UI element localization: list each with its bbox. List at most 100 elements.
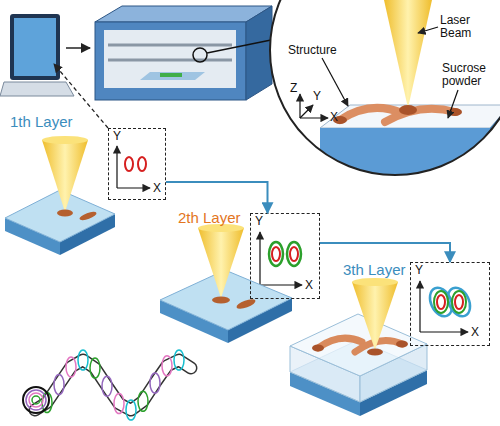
zoom-detail-part — [320, 128, 490, 183]
helix-structure-part — [102, 376, 112, 396]
laptop-part — [0, 82, 74, 96]
laptop-part — [10, 14, 60, 80]
laptop-part — [14, 18, 56, 76]
layer-label: 2th Layer — [178, 210, 241, 227]
layer-3-inset-art — [410, 262, 490, 346]
layer-3-inset-art-part — [437, 295, 445, 309]
build-platform-2-part — [235, 297, 256, 310]
axis-label: Y — [415, 264, 423, 277]
build-platform-3-part — [352, 282, 398, 350]
layer-2-inset-art-part — [272, 247, 280, 261]
zoom-detail-part — [320, 105, 500, 128]
zoom-detail-part — [385, 109, 455, 122]
layer-label: 1th Layer — [10, 114, 73, 131]
build-platform-1 — [5, 136, 115, 255]
helix-structure-part — [29, 393, 43, 407]
build-platform-2-part — [212, 297, 230, 304]
layer-3-inset-art-part — [455, 295, 463, 309]
axis-label: Y — [255, 215, 263, 228]
zoom-detail-part — [300, 117, 328, 118]
helix-structure-part — [32, 396, 40, 404]
build-platform-1-part — [79, 210, 98, 222]
layer-2-inset-art-part — [260, 284, 302, 285]
zoom-detail-part — [300, 105, 313, 118]
printer-part — [193, 48, 207, 62]
layer-arrow — [320, 243, 450, 262]
printer-part — [140, 72, 205, 80]
helix-structure-part — [114, 394, 124, 414]
layer-arrow — [166, 182, 268, 213]
helix-structure-part — [138, 391, 148, 411]
layer-1-inset-art-part — [108, 128, 166, 200]
build-platform-2-part — [198, 228, 244, 298]
printer-part — [95, 22, 246, 100]
helix-structure-part — [35, 360, 191, 410]
printer-part — [95, 6, 272, 22]
printer-part — [246, 6, 272, 100]
build-platform-3-part — [318, 338, 362, 348]
layer-1-inset-art-part — [117, 187, 150, 188]
zoom-detail-part — [418, 27, 438, 33]
layer-inset: YX — [410, 262, 490, 346]
layer-1-inset-art-part — [116, 146, 117, 188]
callout-label: Laser Beam — [440, 14, 492, 40]
build-platform-1-part — [57, 210, 73, 217]
layer-3-inset-art-part — [419, 281, 420, 332]
layer-3-inset-art-part — [410, 262, 490, 346]
helix-structure-part — [126, 400, 136, 420]
axis-label: X — [330, 111, 338, 124]
callout-label: Structure — [288, 44, 337, 57]
zoom-detail-part — [322, 58, 348, 106]
layer-inset: YX — [108, 128, 166, 200]
layer-3-inset-art-part — [420, 331, 468, 332]
helix-structure-part — [162, 356, 172, 376]
axis-label: Z — [290, 82, 297, 95]
helix-structure-part — [54, 375, 64, 395]
build-platform-1-part — [5, 190, 115, 242]
layer-2-inset-art-part — [290, 247, 298, 261]
build-platform-3-part — [352, 278, 398, 286]
axis-label: Y — [313, 90, 321, 103]
zoom-detail — [300, 0, 500, 183]
printer — [95, 6, 272, 100]
layer-1-inset-art-part — [125, 157, 133, 171]
helix-structure-part — [23, 387, 49, 413]
zoom-outline-circle — [270, 0, 500, 175]
axis-label: X — [305, 279, 313, 292]
axis-label: X — [153, 182, 161, 195]
zoom-detail-part — [384, 0, 432, 108]
helix-structure — [23, 350, 191, 420]
helix-structure-part — [78, 350, 88, 370]
build-platform-3-part — [290, 314, 427, 376]
zoom-leader — [207, 40, 271, 53]
build-platform-3-part — [367, 349, 383, 356]
layer-1-inset-art-part — [138, 157, 146, 171]
axis-label: Y — [113, 130, 121, 143]
build-platform-3-part — [396, 341, 408, 348]
helix-structure-part — [35, 360, 191, 410]
layer-1-inset-art — [108, 128, 166, 200]
axis-label: X — [471, 326, 479, 339]
laptop — [0, 14, 74, 96]
helix-structure-part — [26, 390, 46, 410]
layer-3-inset-art-part — [434, 291, 448, 313]
zoom-detail-part — [399, 105, 417, 115]
helix-structure-part — [90, 358, 100, 378]
helix-structure-part — [174, 350, 184, 370]
build-platform-1-part — [42, 140, 88, 212]
build-platform-1-part — [42, 136, 88, 144]
layer-2-inset-art-part — [259, 232, 260, 285]
printer-part — [160, 73, 182, 77]
layer-label: 3th Layer — [343, 262, 406, 279]
layer-3-inset-art-part — [452, 291, 466, 313]
helix-structure-part — [66, 357, 76, 377]
printer-part — [108, 44, 232, 47]
layer-2-inset-art-part — [287, 242, 301, 266]
printer-part — [108, 59, 232, 62]
layer-inset: YX — [250, 213, 320, 299]
helix-structure-part — [150, 373, 160, 393]
printer-part — [104, 30, 236, 88]
zoom-detail-part — [490, 105, 500, 183]
